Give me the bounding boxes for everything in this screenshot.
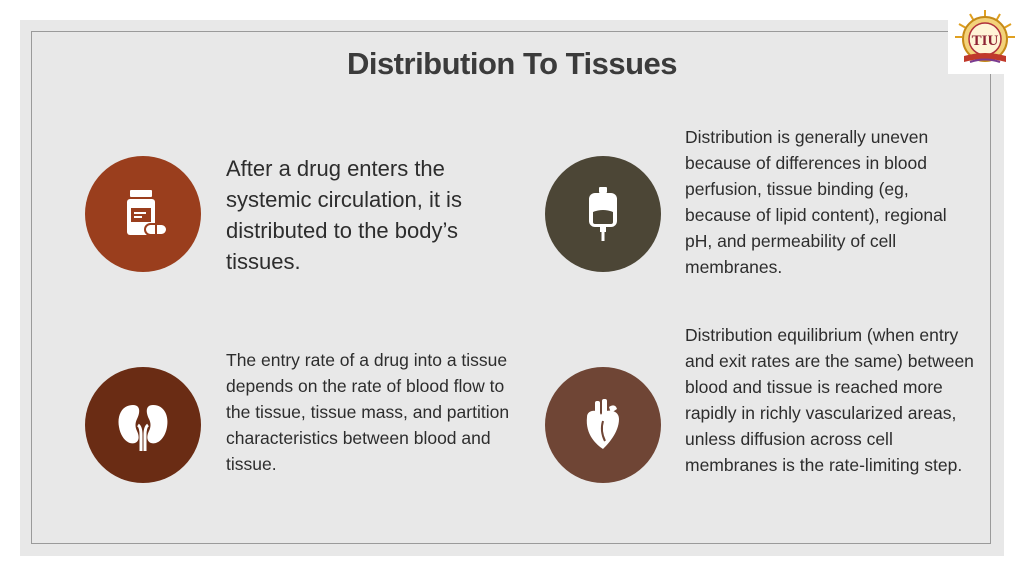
item-4-text: Distribution equilibrium (when entry and…: [685, 325, 974, 475]
item-3-text: The entry rate of a drug into a tissue d…: [226, 350, 510, 474]
slide-title: Distribution To Tissues: [346, 46, 678, 81]
logo-text: TIU: [972, 33, 999, 49]
kidneys-circle: [85, 367, 201, 483]
university-seal-icon: TIU: [955, 10, 1015, 63]
item-2-text: Distribution is generally uneven because…: [685, 127, 947, 277]
kidneys-icon: [118, 405, 168, 451]
heart-icon: [586, 399, 619, 449]
heart-circle: [545, 367, 661, 483]
university-logo: TIU: [948, 4, 1022, 74]
iv-bag-circle: [545, 156, 661, 272]
pill-bottle-circle: [85, 156, 201, 272]
pill-bottle-icon: [127, 190, 168, 236]
item-1-text: After a drug enters the systemic circula…: [226, 156, 462, 274]
iv-bag-icon: [589, 187, 617, 241]
slide-frame: [31, 31, 991, 544]
slide-background: [20, 20, 1004, 556]
